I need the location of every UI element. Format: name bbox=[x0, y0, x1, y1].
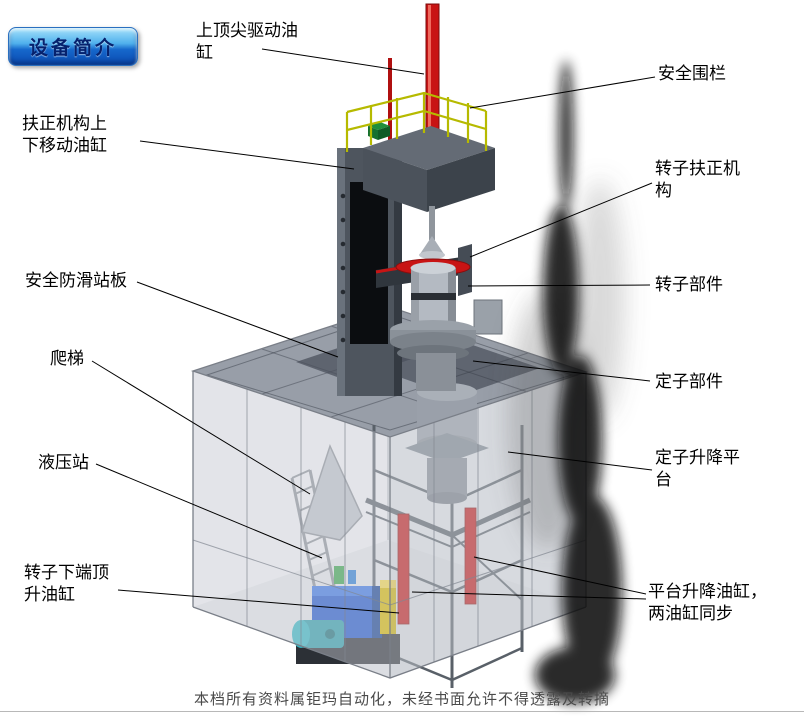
leader-top-cylinder bbox=[261, 48, 425, 75]
leader-righting-cylinder bbox=[139, 140, 355, 170]
lift-cylinder-left bbox=[397, 513, 410, 625]
label-rotor-bottom: 转子下端顶升油缸 bbox=[24, 563, 109, 605]
rotor-assembly bbox=[375, 206, 503, 391]
lift-cylinders bbox=[397, 507, 477, 625]
label-stator-platform: 定子升降平台 bbox=[655, 448, 740, 490]
watermark: 本档所有资料属钜玛自动化，未经书面允许不得透露及转摘 bbox=[193, 691, 611, 708]
leader-platform-lift-1 bbox=[473, 556, 647, 595]
bottom-rule bbox=[0, 711, 804, 712]
label-stator-part: 定子部件 bbox=[655, 372, 723, 391]
label-hydraulic-station: 液压站 bbox=[38, 453, 89, 472]
hydraulic-station bbox=[292, 566, 400, 664]
press-head bbox=[363, 122, 495, 212]
leader-rotor-righting bbox=[469, 182, 653, 258]
leader-platform-lift-2 bbox=[411, 591, 647, 600]
green-box bbox=[368, 122, 390, 140]
safety-railing bbox=[345, 91, 488, 152]
label-righting-cylinder: 扶正机构上下移动油缸 bbox=[22, 114, 107, 156]
support-bracket bbox=[301, 443, 363, 541]
leader-rotor-part bbox=[467, 284, 651, 287]
thin-red-rod bbox=[388, 58, 392, 142]
leader-safety-fence bbox=[469, 76, 656, 109]
leader-stator-platform bbox=[507, 451, 653, 471]
label-rotor-righting: 转子扶正机构 bbox=[655, 159, 740, 201]
label-safety-fence: 安全围栏 bbox=[658, 64, 726, 83]
title-badge: 设备简介 bbox=[8, 27, 138, 66]
label-rotor-part: 转子部件 bbox=[655, 275, 723, 294]
lift-cylinder-right bbox=[464, 507, 477, 605]
leader-rotor-bottom bbox=[117, 589, 400, 614]
ink-smudge bbox=[508, 60, 625, 703]
label-top-cylinder: 上顶尖驱动油缸 bbox=[196, 21, 298, 63]
leader-stator-part bbox=[472, 360, 651, 382]
label-anti-slip-plate: 安全防滑站板 bbox=[25, 271, 127, 290]
label-platform-lift: 平台升降油缸，两油缸同步 bbox=[648, 582, 767, 624]
leader-lines bbox=[91, 48, 656, 614]
red-top-cylinder-highlight bbox=[428, 5, 431, 129]
leader-anti-slip bbox=[136, 281, 339, 358]
enclosure-box bbox=[190, 306, 589, 679]
side-bracket bbox=[473, 299, 503, 335]
leader-hydraulic bbox=[95, 463, 323, 559]
leader-ladder bbox=[91, 360, 311, 495]
label-ladder: 爬梯 bbox=[50, 349, 84, 368]
